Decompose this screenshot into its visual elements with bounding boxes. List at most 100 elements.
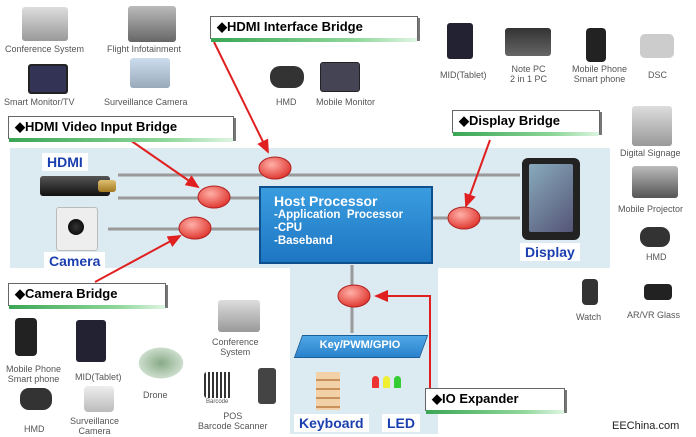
mobile-monitor-label: Mobile Monitor xyxy=(316,97,376,107)
led-port-label: LED xyxy=(382,414,420,432)
tablet-screen-image xyxy=(529,164,573,232)
arrow-io-expander xyxy=(374,290,431,388)
surveillance-camera-bottom-label: Surveillance Camera xyxy=(70,416,119,436)
surveillance-camera-label: Surveillance Camera xyxy=(104,97,188,107)
host-item: -Baseband xyxy=(274,235,333,247)
flight-infotainment-label: Flight Infotainment xyxy=(107,44,182,54)
surveillance-camera-image xyxy=(130,58,170,88)
mobile-phone-bottom-line: Smart phone xyxy=(7,374,60,384)
key-pwm-gpio-label: Key/PWM/GPIO xyxy=(319,339,401,351)
led-yellow-image xyxy=(383,376,390,388)
digital-signage-image xyxy=(632,106,672,146)
camera-port-label: Camera xyxy=(44,252,106,270)
host-processor-title: Host Processor xyxy=(274,193,378,209)
hdmi-cable-image xyxy=(40,176,110,196)
digital-signage-label: Digital Signage xyxy=(620,148,681,158)
camera-bridge-label: ◆Camera Bridge xyxy=(8,283,166,309)
arrow-hdmi-video-input xyxy=(129,139,200,189)
mobile-phone-image xyxy=(586,28,606,62)
mobile-projector-image xyxy=(632,166,678,198)
note-pc-image xyxy=(505,28,551,56)
dsc-image xyxy=(640,34,674,58)
flight-infotainment-image xyxy=(128,6,176,42)
dsc-label: DSC xyxy=(648,70,668,80)
hdmi-video-input-bridge-text: ◆HDMI Video Input Bridge xyxy=(15,119,178,134)
arrow-camera xyxy=(94,235,182,283)
host-item: -CPU xyxy=(274,222,303,234)
smart-monitor-image xyxy=(28,64,68,94)
surveillance-camera-bottom-line: Surveillance xyxy=(70,416,120,426)
hmd-right-label: HMD xyxy=(646,252,667,262)
mid-tablet-label: MID(Tablet) xyxy=(440,70,487,80)
hdmi-port-label: HDMI xyxy=(42,153,88,171)
note-pc-label: Note PC 2 in 1 PC xyxy=(510,64,547,84)
camera-module-image xyxy=(56,207,98,251)
io-expander-bridge-text: ◆IO Expander xyxy=(432,391,519,406)
node-hdmi-interface xyxy=(258,156,292,180)
keyboard-port-label: Keyboard xyxy=(294,414,369,432)
hdmi-video-input-bridge-label: ◆HDMI Video Input Bridge xyxy=(8,116,234,142)
pos-barcode-label: POS Barcode Scanner xyxy=(198,411,268,431)
surveillance-camera-bottom-image xyxy=(84,386,114,412)
host-processor-box: Host Processor -Application Processor -C… xyxy=(259,186,433,264)
hmd-bottom-label: HMD xyxy=(24,424,45,434)
hmd-right-image xyxy=(640,227,670,247)
conference-system-bottom-image xyxy=(218,300,260,332)
hmd-label: HMD xyxy=(276,97,297,107)
io-expander-bridge-label: ◆IO Expander xyxy=(425,388,565,414)
mid-tablet-image xyxy=(447,23,473,59)
watch-label: Watch xyxy=(576,312,602,322)
node-camera xyxy=(178,216,212,240)
node-io xyxy=(337,284,371,308)
camera-lens-image xyxy=(68,219,84,235)
note-pc-line: 2 in 1 PC xyxy=(510,74,548,84)
mobile-phone-bottom-image xyxy=(15,318,37,356)
pos-scanner-image xyxy=(258,368,276,404)
hmd-image xyxy=(270,66,304,88)
ar-vr-glass-label: AR/VR Glass xyxy=(627,310,681,320)
arrow-hdmi-interface xyxy=(213,41,269,154)
ar-vr-glass-image xyxy=(644,284,672,300)
conference-system-bottom-line: System xyxy=(220,347,251,357)
host-item: -Application Processor xyxy=(274,209,404,221)
mid-tablet-bottom-image xyxy=(76,320,106,362)
drone-image xyxy=(135,345,187,381)
mid-tablet-bottom-label: MID(Tablet) xyxy=(75,372,122,382)
node-display xyxy=(447,206,481,230)
smart-monitor-label: Smart Monitor/TV xyxy=(4,97,75,107)
hdmi-interface-bridge-text: ◆HDMI Interface Bridge xyxy=(217,19,363,34)
display-bridge-text: ◆Display Bridge xyxy=(459,113,561,128)
conference-system-image xyxy=(22,7,68,41)
keypad-image xyxy=(316,372,340,410)
display-bridge-label: ◆Display Bridge xyxy=(452,110,600,136)
mobile-phone-bottom-label: Mobile Phone Smart phone xyxy=(6,364,61,384)
watermark: EEChina.com xyxy=(612,420,680,432)
barcode-image xyxy=(204,372,232,398)
hdmi-interface-bridge-label: ◆HDMI Interface Bridge xyxy=(210,16,418,42)
led-green-image xyxy=(394,376,401,388)
pos-barcode-line: Barcode Scanner xyxy=(198,421,268,431)
note-pc-line: Note PC xyxy=(511,64,546,74)
node-hdmi-video-input xyxy=(197,185,231,209)
mobile-phone-label: Mobile Phone Smart phone xyxy=(572,64,627,84)
surveillance-camera-bottom-line: Camera xyxy=(78,426,111,436)
mobile-monitor-image xyxy=(320,62,360,92)
mobile-phone-bottom-line: Mobile Phone xyxy=(6,364,62,374)
camera-bridge-text: ◆Camera Bridge xyxy=(15,286,118,301)
mobile-phone-line: Mobile Phone xyxy=(572,64,628,74)
arrow-display xyxy=(464,139,491,208)
led-red-image xyxy=(372,376,379,388)
watch-image xyxy=(582,279,598,305)
hmd-bottom-image xyxy=(20,388,52,410)
display-port-label: Display xyxy=(520,243,580,261)
mobile-phone-line: Smart phone xyxy=(573,74,626,84)
drone-label: Drone xyxy=(143,390,168,400)
barcode-label: Barcode xyxy=(206,399,229,405)
pos-barcode-line: POS xyxy=(223,411,243,421)
conference-system-bottom-line: Conference xyxy=(212,337,259,347)
mobile-projector-label: Mobile Projector xyxy=(618,204,684,214)
hdmi-cable-plug-image xyxy=(98,180,116,192)
conference-system-bottom-label: Conference System xyxy=(212,337,259,357)
conference-system-label: Conference System xyxy=(5,44,85,54)
